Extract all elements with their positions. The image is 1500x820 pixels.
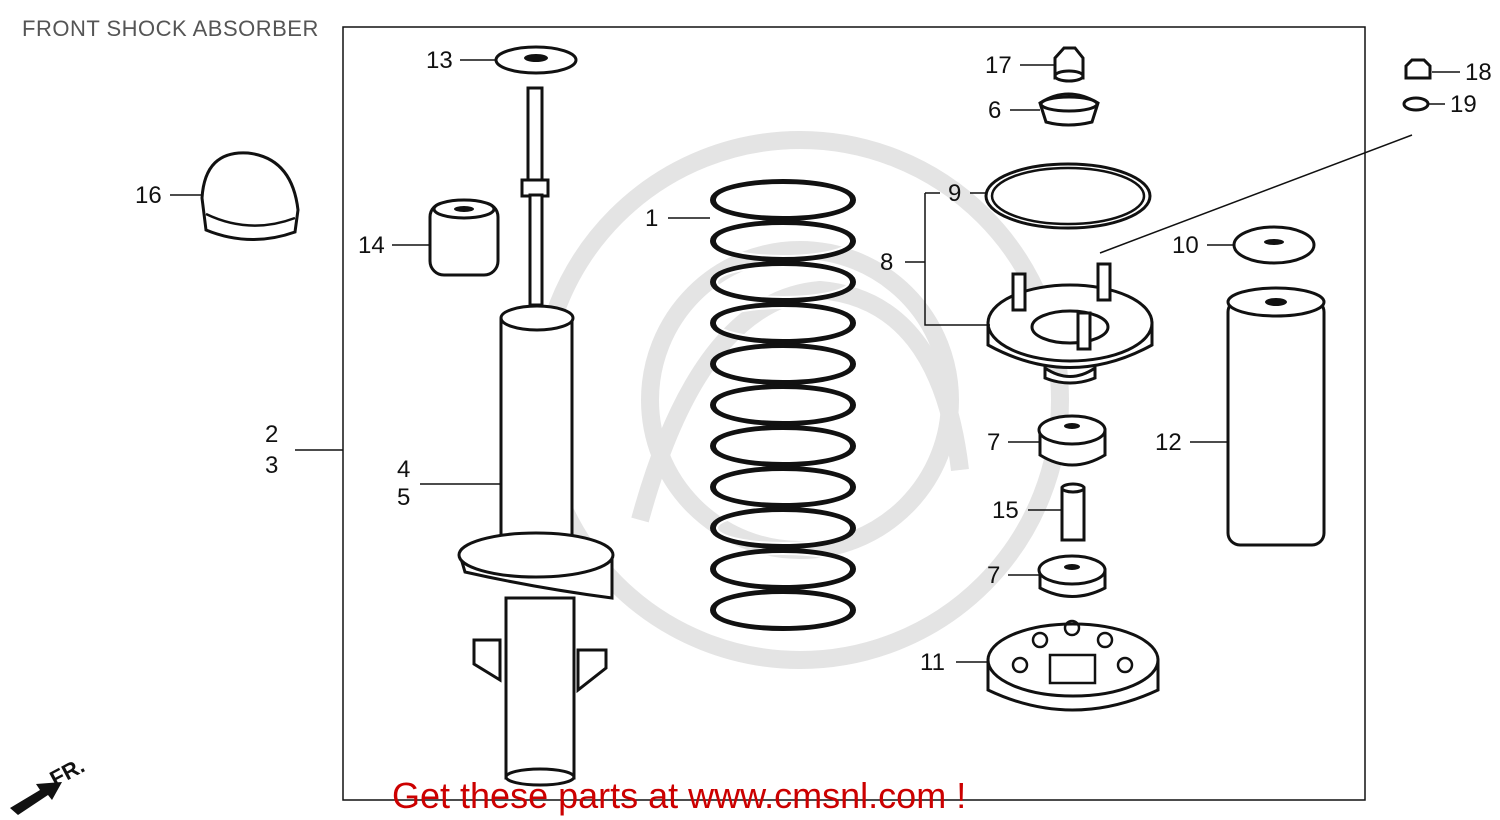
label-6: 6 [988,97,1001,124]
label-1: 1 [645,205,658,232]
label-14: 14 [358,232,385,259]
spring-coil-highlight [716,471,850,503]
label-11: 11 [920,649,945,676]
part-19-washer[interactable] [1402,96,1430,112]
part-11-spring-seat[interactable] [986,619,1160,712]
part-14-bump-stop[interactable] [428,198,500,277]
footer-promo-text: Get these parts at www.cmsnl.com ! [392,775,967,816]
label-16: 16 [135,182,162,209]
label-19: 19 [1450,91,1477,118]
spring-coil-highlight [716,307,850,339]
spring-coil [710,343,856,385]
spring-coil [710,548,856,590]
leader-lines [170,59,1460,663]
spring-coil [710,179,856,221]
part-10-washer[interactable] [1232,225,1316,265]
part-7-lower-cushion[interactable] [1037,554,1107,598]
label-13: 13 [426,47,453,74]
part-9-o-ring[interactable] [984,162,1152,230]
spring-coil-highlight [716,512,850,544]
spring-coil-highlight [716,348,850,380]
label-4: 4 [397,456,410,483]
spring-coil [710,261,856,303]
spring-coil-highlight [716,389,850,421]
label-5: 5 [397,484,410,511]
part-6-collar[interactable] [1038,92,1100,127]
spring-coil [710,220,856,262]
part-18-nut[interactable] [1404,58,1432,80]
label-12: 12 [1155,429,1182,456]
front-direction-arrow-icon [10,782,62,815]
label-17: 17 [985,52,1012,79]
part-4-5-strut[interactable] [457,86,615,787]
spring-coil-highlight [716,553,850,585]
spring-coil [710,466,856,508]
spring-coil-highlight [716,225,850,257]
spring-coil [710,589,856,631]
label-18: 18 [1465,59,1492,86]
part-13-washer[interactable] [494,45,578,75]
spring-coil [710,302,856,344]
diagram-title: FRONT SHOCK ABSORBER [22,16,319,41]
part-1-coil-spring[interactable] [710,179,856,631]
part-7-upper-cushion[interactable] [1037,414,1107,467]
label-9: 9 [948,180,961,207]
part-12-dust-boot[interactable] [1226,286,1326,547]
spring-coil [710,425,856,467]
spring-coil-highlight [716,266,850,298]
part-16-cap[interactable] [200,151,300,241]
spring-coil-highlight [716,430,850,462]
label-7-upper: 7 [987,429,1000,456]
spring-coil-highlight [716,184,850,216]
label-8: 8 [880,249,893,276]
spring-coil-highlight [716,594,850,626]
label-15: 15 [992,497,1019,524]
assembly-frame [342,26,1366,801]
part-17-nut[interactable] [1053,46,1085,83]
spring-coil [710,507,856,549]
spring-coil [710,384,856,426]
part-15-collar[interactable] [1060,482,1086,542]
label-10: 10 [1172,232,1199,259]
label-7-lower: 7 [987,562,1000,589]
part-8-mounting-base[interactable] [986,262,1154,385]
label-3: 3 [265,452,278,479]
label-2: 2 [265,421,278,448]
